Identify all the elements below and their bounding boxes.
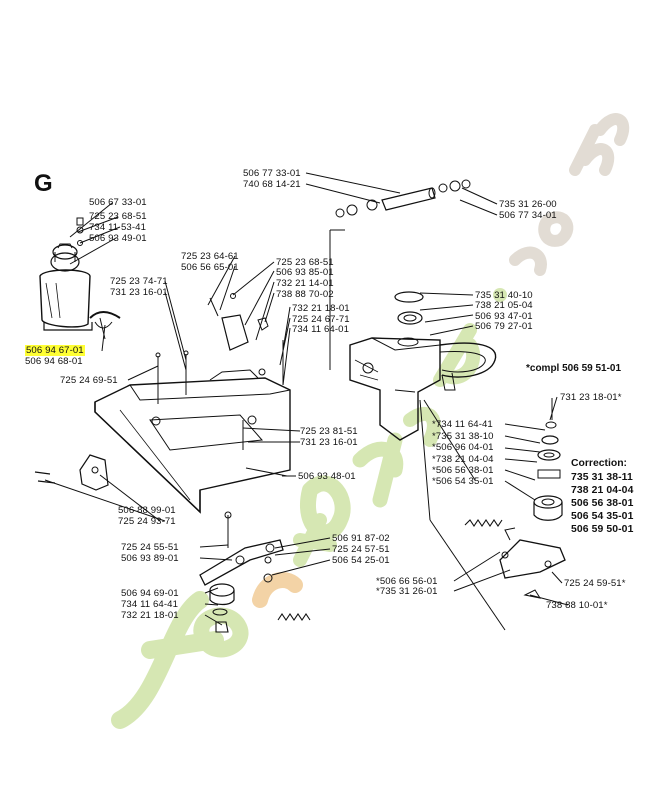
part-label: 725 23 68-51 <box>276 257 334 268</box>
part-label: 725 24 69-51 <box>60 375 118 386</box>
part-label: 734 11 64-41 <box>121 599 179 610</box>
part-label: 734 11 53-41 <box>89 222 147 233</box>
part-label: 725 23 74-71 <box>110 276 168 287</box>
part-label: 725 23 81-51 <box>300 426 358 437</box>
part-label: 506 93 49-01 <box>89 233 147 244</box>
part-label: 731 23 16-01 <box>300 437 358 448</box>
part-label: 725 24 59-51* <box>564 578 626 589</box>
part-label: 506 93 85-01 <box>276 267 334 278</box>
correction-item: 506 59 50-01 <box>571 524 634 535</box>
part-label: 506 67 33-01 <box>89 197 147 208</box>
part-label: 732 21 18-01 <box>121 610 179 621</box>
part-label: *738 21 04-04 <box>432 454 494 465</box>
part-label: 506 93 47-01 <box>475 311 533 322</box>
part-label: 732 21 18-01 <box>292 303 350 314</box>
correction-item: 506 54 35-01 <box>571 511 634 522</box>
part-label: 725 24 57-51 <box>332 544 390 555</box>
part-label: 738 88 10-01* <box>546 600 608 611</box>
part-label: 732 21 14-01 <box>276 278 334 289</box>
part-label: 506 88 99-01 <box>118 505 176 516</box>
part-label: 725 23 68-51 <box>89 211 147 222</box>
correction-item: 738 21 04-04 <box>571 485 634 496</box>
part-label: 725 24 55-51 <box>121 542 179 553</box>
part-label: *506 96 04-01 <box>432 442 494 453</box>
part-label: 725 24 67-71 <box>292 314 350 325</box>
correction-item: 506 56 38-01 <box>571 498 634 509</box>
part-label: 735 31 40-10 <box>475 290 533 301</box>
section-letter: G <box>34 170 53 197</box>
part-label: 506 91 87-02 <box>332 533 390 544</box>
part-label: 735 31 26-00 <box>499 199 557 210</box>
part-label: 506 79 27-01 <box>475 321 533 332</box>
part-label: 731 23 16-01 <box>110 287 168 298</box>
part-label-highlighted: 506 94 67-01 <box>25 345 85 356</box>
compl-note: *compl 506 59 51-01 <box>526 363 622 374</box>
part-label: 506 94 69-01 <box>121 588 179 599</box>
part-label: 725 24 93-71 <box>118 516 176 527</box>
part-label: 740 68 14-21 <box>243 179 301 190</box>
correction-title: Correction: <box>571 458 627 469</box>
part-label: 738 88 70-02 <box>276 289 334 300</box>
part-label: 506 54 25-01 <box>332 555 390 566</box>
part-label: 506 77 34-01 <box>499 210 557 221</box>
part-label: 506 93 48-01 <box>298 471 356 482</box>
part-label: 734 11 64-01 <box>292 324 350 335</box>
part-label: *735 31 26-01 <box>376 586 438 597</box>
part-label: 506 56 65-01 <box>181 262 239 273</box>
part-label: *734 11 64-41 <box>432 419 493 430</box>
part-label: 738 21 05-04 <box>475 300 533 311</box>
part-label: 506 77 33-01 <box>243 168 301 179</box>
part-label: *506 66 56-01 <box>376 576 438 587</box>
part-label: 506 93 89-01 <box>121 553 179 564</box>
part-label: *735 31 38-10 <box>432 431 494 442</box>
part-label: *506 54 35-01 <box>432 476 494 487</box>
correction-item: 735 31 38-11 <box>571 472 633 483</box>
part-label: 506 94 68-01 <box>25 356 83 367</box>
part-label: 725 23 64-61 <box>181 251 239 262</box>
part-label: 731 23 18-01* <box>560 392 622 403</box>
part-label: *506 56 38-01 <box>432 465 494 476</box>
